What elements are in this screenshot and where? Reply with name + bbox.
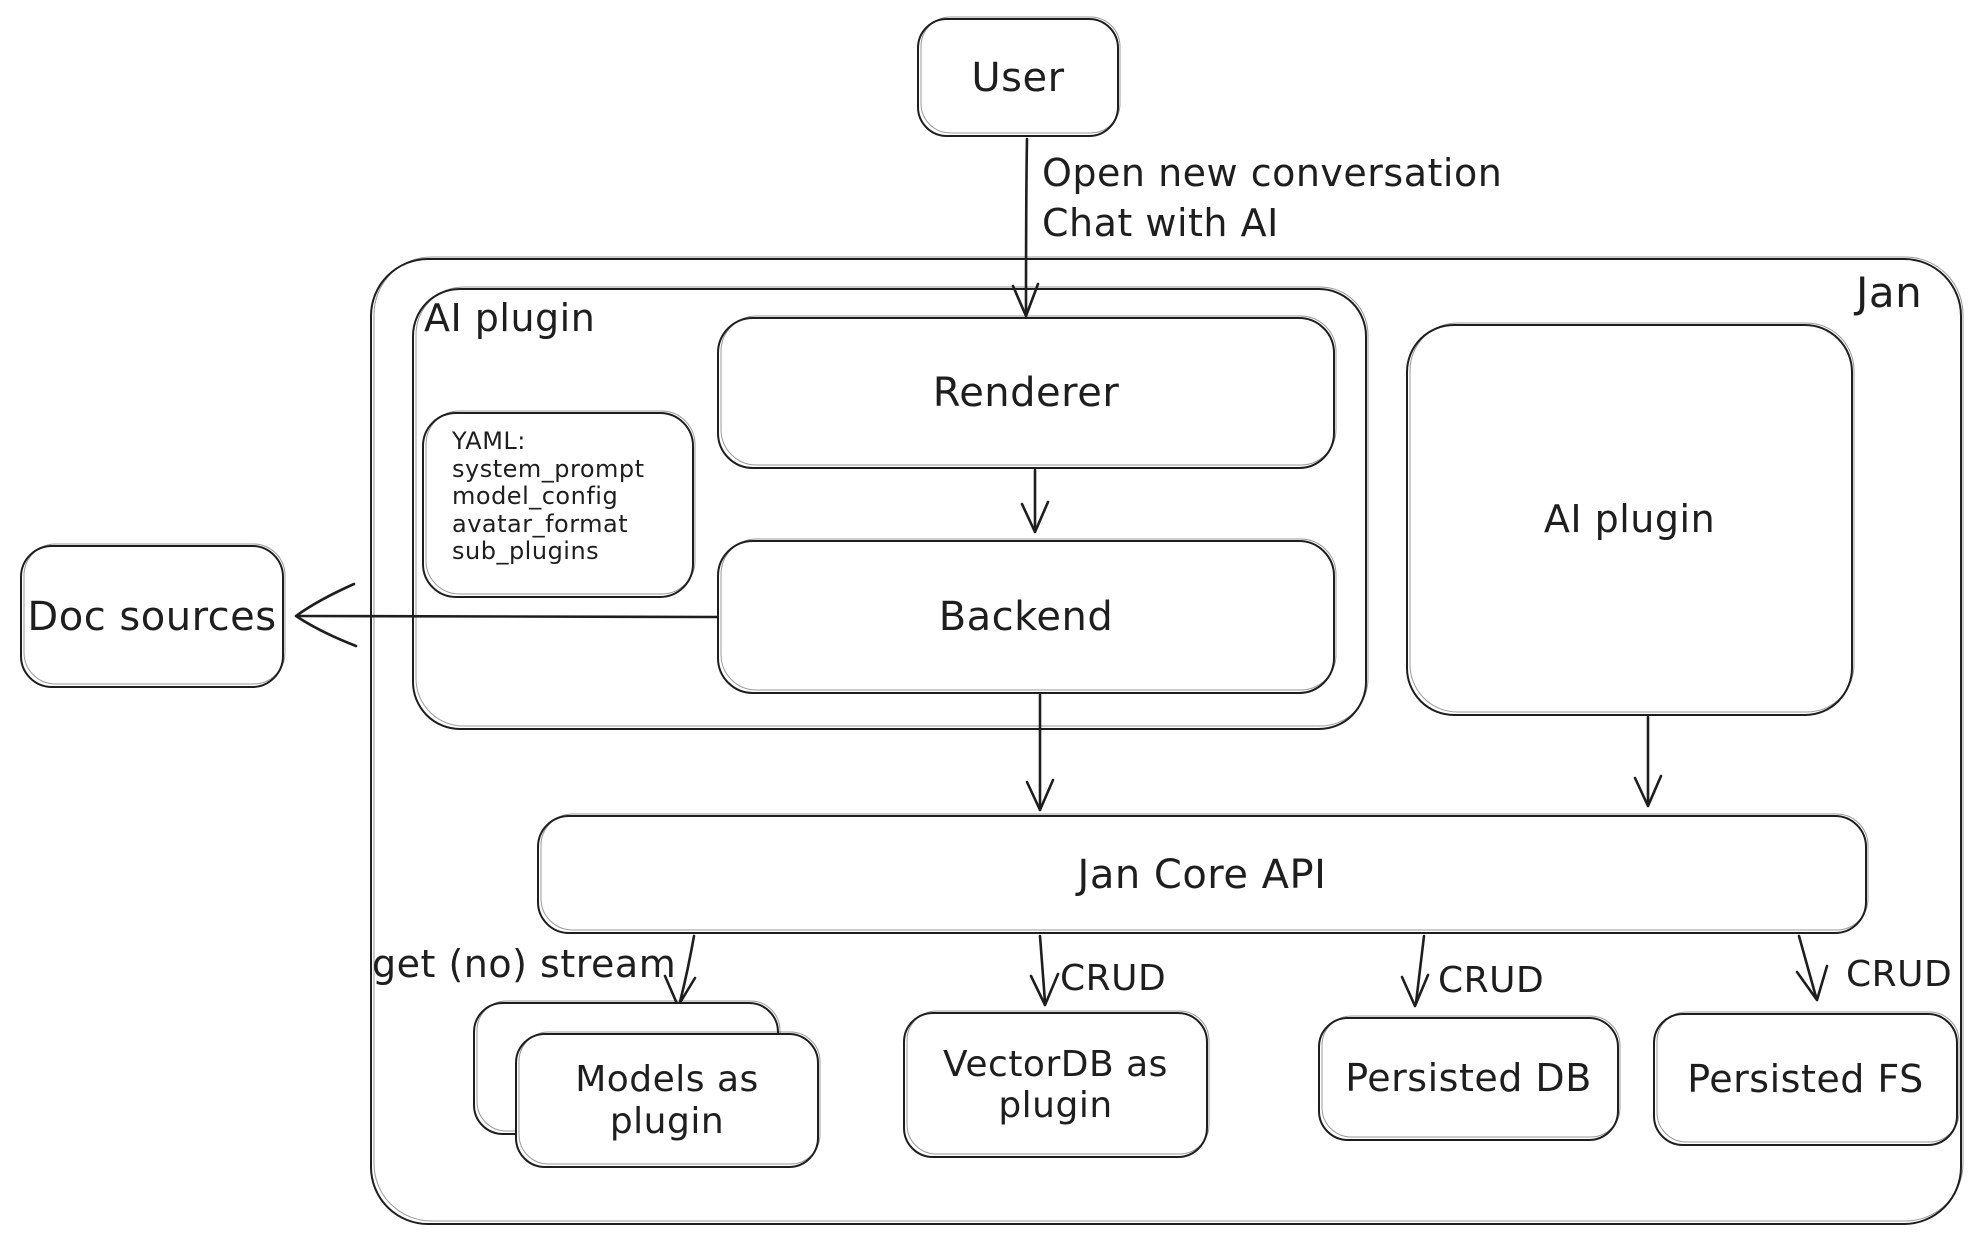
edge-label-get-no-stream: get (no) stream [372,942,677,986]
edge-label-line1: Open new conversation [1042,151,1503,195]
yaml-note-line: sub_plugins [452,537,600,566]
arrow-core-api-to-vectordb [1029,934,1060,1007]
renderer-node: Renderer [717,317,1335,469]
jan-core-api-node-label: Jan Core API [1077,851,1327,898]
arrow-core-api-to-persisted-fs [1795,934,1829,1002]
yaml-note: YAML: system_prompt model_config avatar_… [422,412,694,598]
ai-plugin-left-container [412,288,1367,730]
jan-container [370,258,1962,1225]
yaml-note-line: YAML: [452,427,526,455]
backend-node-label: Backend [938,594,1114,640]
edge-label-crud-vectordb: CRUD [1060,958,1167,999]
persisted-db-node-label: Persisted DB [1345,1056,1592,1101]
yaml-note-line: avatar_format [452,509,629,538]
doc-sources-node: Doc sources [20,545,284,688]
doc-sources-node-label: Doc sources [27,593,277,640]
models-plugin-label-line1: Models as [575,1059,759,1101]
ai-plugin-right-label: AI plugin [1543,497,1716,542]
vectordb-label-line2: plugin [998,1085,1113,1126]
models-plugin-node: Models as plugin [515,1033,819,1168]
edge-label-user-to-renderer: Open new conversation Chat with AI [1042,148,1502,248]
arrow-backend-to-doc-sources [294,582,719,648]
arrow-backend-to-core-api [1025,693,1055,812]
persisted-db-node: Persisted DB [1318,1017,1619,1141]
ai-plugin-left-label: AI plugin [424,296,596,340]
yaml-note-line: system_prompt [452,454,645,483]
vectordb-plugin-node: VectorDB as plugin [903,1012,1208,1158]
renderer-node-label: Renderer [932,370,1120,416]
edge-label-crud-persisted-db: CRUD [1438,960,1545,1001]
yaml-note-line: model_config [452,482,619,511]
vectordb-label-line1: VectorDB as [943,1043,1168,1085]
persisted-fs-node: Persisted FS [1653,1013,1958,1146]
arrow-ai-plugin-right-to-core-api [1633,715,1663,808]
backend-node: Backend [717,540,1335,694]
user-node-label: User [971,54,1065,101]
jan-core-api-node: Jan Core API [537,815,1867,934]
ai-plugin-right-node: AI plugin [1406,324,1853,716]
persisted-fs-node-label: Persisted FS [1687,1056,1924,1101]
arrow-renderer-to-backend [1020,468,1050,534]
edge-label-crud-persisted-fs: CRUD [1846,954,1953,995]
user-node: User [917,18,1119,137]
edge-label-line2: Chat with AI [1042,201,1279,245]
arrow-user-to-renderer [1011,137,1040,318]
arrow-core-api-to-persisted-db [1400,934,1430,1008]
jan-container-label: Jan [1856,268,1923,317]
models-plugin-label-line2: plugin [609,1100,725,1142]
